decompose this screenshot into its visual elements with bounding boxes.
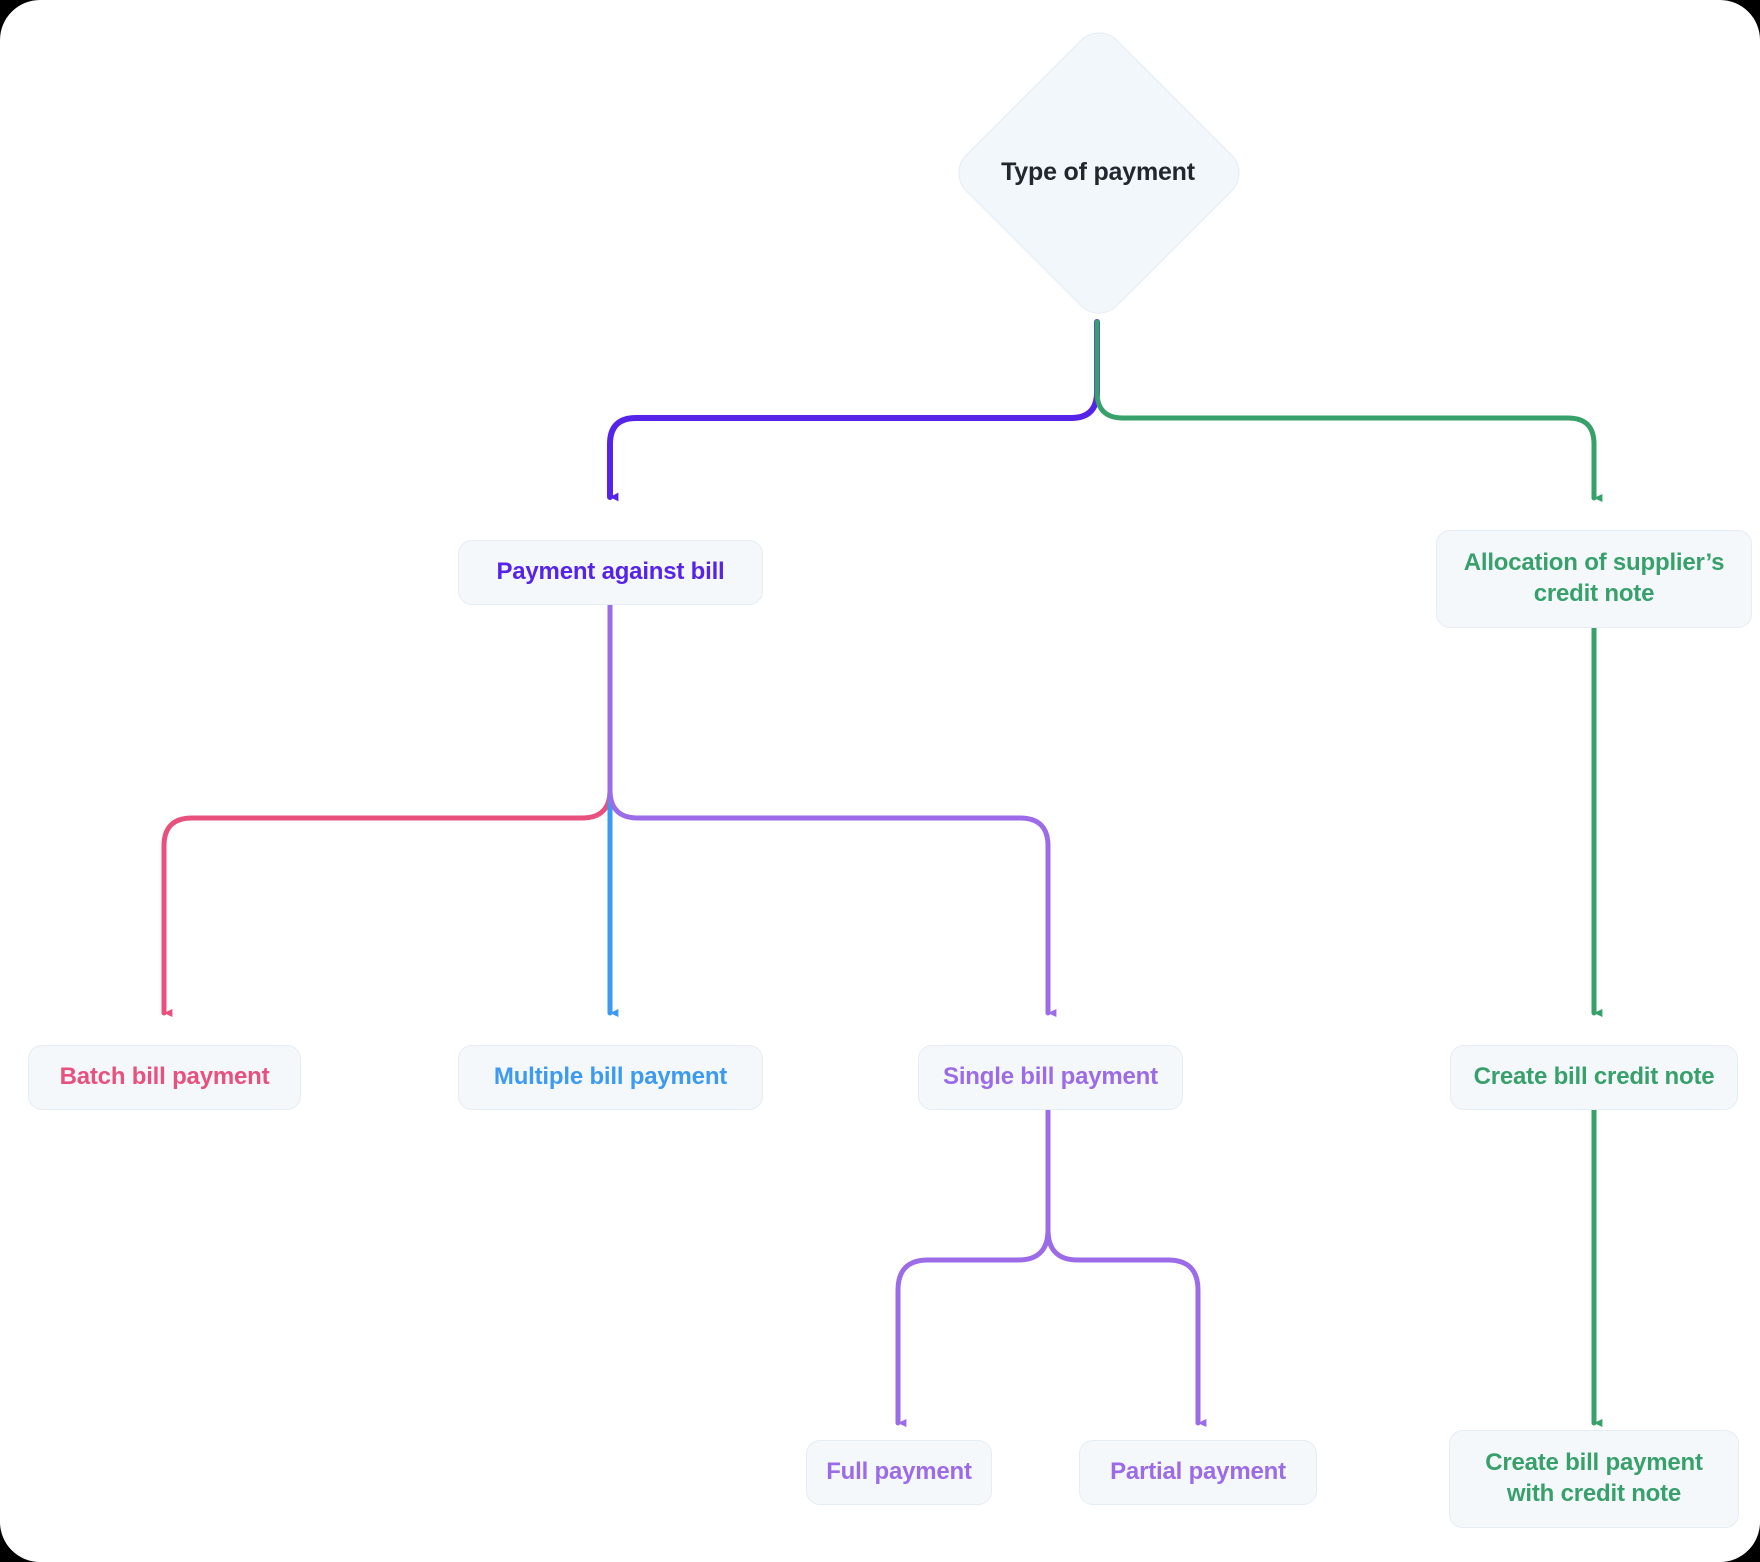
node-create-bill-credit-note[interactable]: Create bill credit note [1450, 1045, 1738, 1110]
edge-payment-to-single [607, 602, 1057, 1018]
node-payment-against-bill[interactable]: Payment against bill [458, 540, 763, 605]
edge-single-to-partial [1045, 1077, 1207, 1428]
node-full-payment[interactable]: Full payment [806, 1440, 992, 1505]
edge-single-to-full [895, 1077, 1051, 1428]
node-batch-bill-payment[interactable]: Batch bill payment [28, 1045, 301, 1110]
node-allocation-of-suppliers-credit-note[interactable]: Allocation of supplier’s credit note [1436, 530, 1752, 628]
node-multiple-bill-payment[interactable]: Multiple bill payment [458, 1045, 763, 1110]
edge-root-to-allocation [1094, 319, 1603, 503]
node-single-bill-payment[interactable]: Single bill payment [918, 1045, 1183, 1110]
node-create-bill-payment-with-credit-note[interactable]: Create bill payment with credit note [1449, 1430, 1739, 1528]
edge-root-to-payment-against-bill [607, 319, 1100, 502]
edge-payment-to-batch [161, 602, 613, 1018]
decision-node-label: Type of payment [1001, 157, 1195, 186]
node-partial-payment[interactable]: Partial payment [1079, 1440, 1317, 1505]
